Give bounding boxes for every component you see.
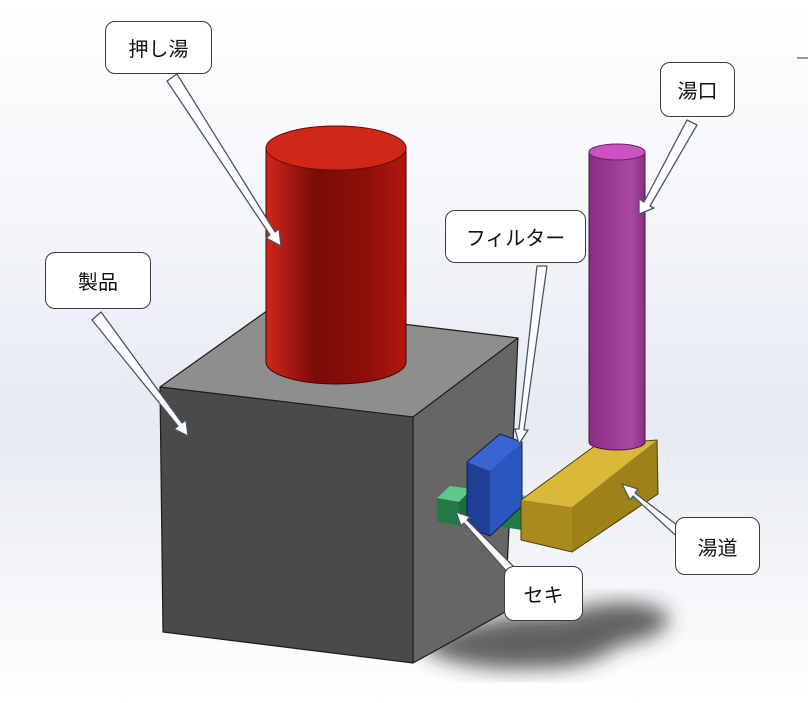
label-oshiyu: 押し湯 — [105, 21, 212, 74]
runner-bar — [520, 439, 659, 553]
arrow-seki — [455, 511, 516, 574]
riser-cylinder — [265, 125, 407, 385]
product-block — [159, 307, 519, 664]
arrow-seihin — [91, 311, 189, 437]
arrow-filter — [514, 265, 548, 445]
label-seihin: 製品 — [45, 252, 151, 309]
arrow-yuguchi — [638, 119, 698, 215]
label-filter: フィルター — [445, 210, 586, 263]
label-seki: セキ — [504, 566, 583, 621]
arrow-oshiyu — [166, 73, 282, 247]
sprue-cylinder — [588, 143, 646, 451]
label-yudou: 湯道 — [675, 517, 760, 575]
label-yuguchi: 湯口 — [660, 62, 735, 117]
floor-shadow — [425, 602, 669, 670]
product-front-face — [160, 387, 413, 663]
